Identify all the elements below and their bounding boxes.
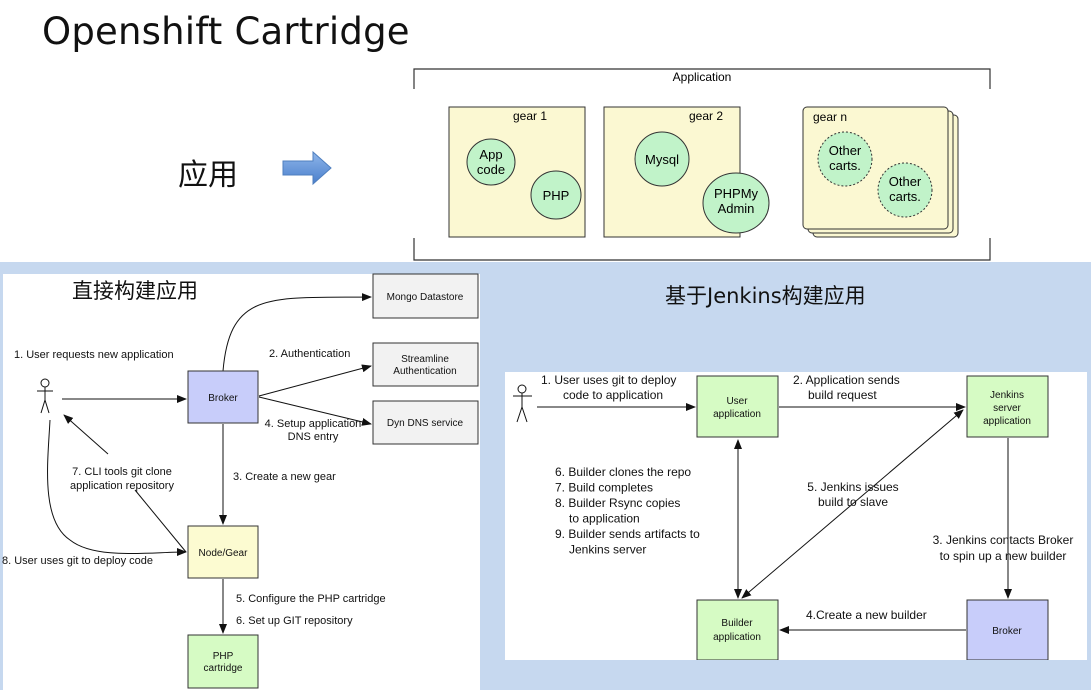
step-label: 4.Create a new builder: [806, 608, 927, 622]
cart-circle: [634, 131, 690, 187]
broker-node: Broker: [187, 370, 259, 424]
user-actor-icon: [513, 384, 532, 423]
cart-label: PHP: [543, 188, 570, 203]
step-label: 8. User uses git to deploy code: [2, 555, 153, 567]
gear-label: gear 1: [513, 109, 547, 123]
step-label: 3. Create a new gear: [233, 471, 336, 483]
gear-label: gear n: [813, 110, 847, 124]
svg-text:Broker: Broker: [208, 393, 238, 404]
cart-label: Mysql: [645, 152, 679, 167]
step-label: 5. Configure the PHP cartridge: [236, 593, 386, 605]
svg-text:Node/Gear: Node/Gear: [199, 548, 249, 559]
broker-node: Broker: [966, 599, 1049, 660]
step-label: 2. Authentication: [269, 348, 350, 360]
cart-circle: [702, 172, 770, 234]
right-diagram-title: 基于Jenkins构建应用: [665, 284, 866, 308]
cart-circle: [466, 138, 516, 186]
application-frame: [413, 68, 991, 261]
right-arrow-icon: [282, 150, 332, 186]
left-diagram-title: 直接构建应用: [72, 279, 198, 303]
user-actor-icon: [37, 378, 53, 414]
cart-circle: [817, 131, 873, 187]
page-title: Openshift Cartridge: [42, 10, 410, 53]
dyn-dns-node: Dyn DNS service: [372, 400, 479, 445]
app-label: 应用: [178, 158, 238, 193]
step-label: 1. User requests new application: [14, 349, 174, 361]
cart-circle: [877, 162, 933, 218]
mongo-datastore-node: Mongo Datastore: [372, 273, 479, 319]
application-frame-label: Application: [673, 70, 732, 84]
step-label: 6. Set up GIT repository: [236, 615, 353, 627]
svg-text:Dyn DNS service: Dyn DNS service: [387, 418, 464, 429]
cart-circle: [530, 170, 582, 220]
node-gear-node: Node/Gear: [187, 525, 259, 579]
gear-label: gear 2: [689, 109, 723, 123]
svg-text:Broker: Broker: [992, 626, 1022, 637]
svg-text:Mongo Datastore: Mongo Datastore: [387, 292, 464, 303]
